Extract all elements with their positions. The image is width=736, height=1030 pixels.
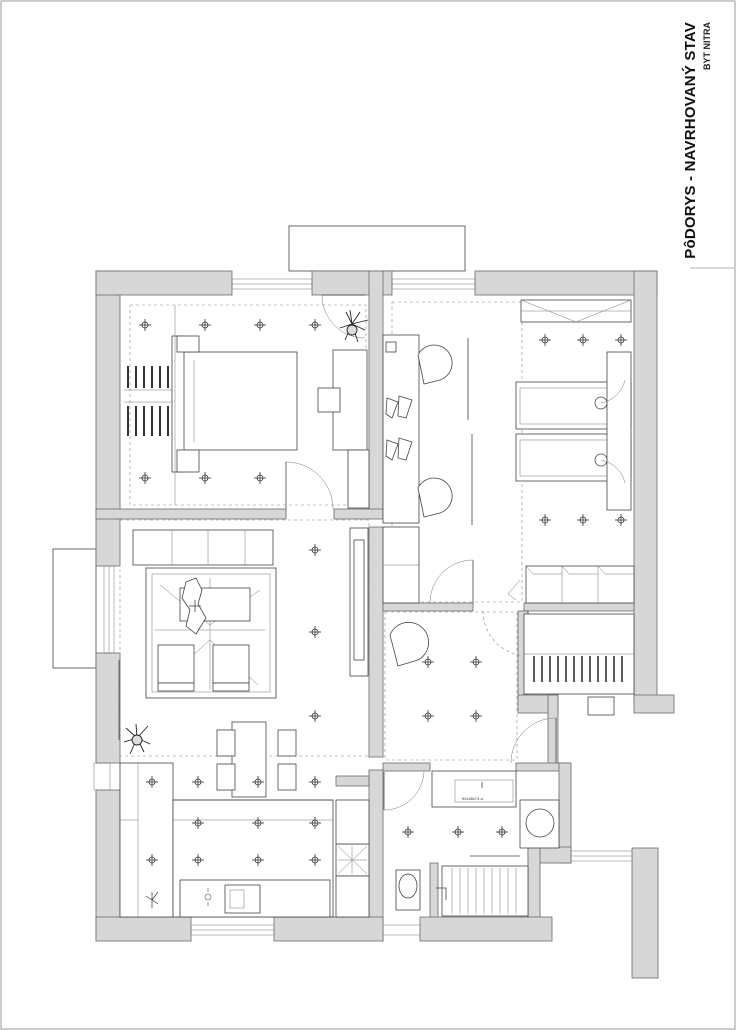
sink-dimension-label: 92x48x73 a: [462, 796, 483, 801]
bedroom: [124, 304, 370, 509]
armchair-right-base: [212, 682, 250, 692]
office-chair-3: [507, 579, 521, 601]
oven-unit: [335, 875, 370, 918]
desk-chair: [317, 387, 341, 413]
shower-head: [436, 887, 447, 900]
desk-item: [385, 341, 397, 353]
dining-light: [145, 891, 159, 908]
laptop-3: [385, 439, 399, 461]
title-text: PôDORYS - NAVRHOVANÝ STAV BYT NITRA: [681, 22, 721, 272]
low-cabinets: [525, 565, 635, 604]
dining-table: [231, 721, 267, 798]
dresser: [347, 449, 370, 509]
laptop-2: [397, 395, 413, 419]
nightstand-bottom: [176, 449, 200, 473]
side-shelf: [606, 351, 632, 511]
kitchen-side-unit: [335, 799, 370, 845]
drawing-subtitle: BYT NITRA: [702, 22, 712, 70]
hangers: [533, 656, 623, 682]
balcony-top: [288, 225, 466, 272]
title-block: PôDORYS - NAVRHOVANÝ STAV BYT NITRA: [681, 22, 721, 272]
kitchen-light-dots: [204, 888, 212, 906]
tv: [353, 539, 365, 661]
plant-bedroom: [339, 309, 369, 343]
armchair-left-base: [157, 682, 195, 692]
cooktop: [335, 843, 370, 877]
sofa: [132, 529, 274, 566]
dining-chair-1: [216, 729, 236, 757]
dining-chair-2: [216, 763, 236, 791]
kids-bedroom: [515, 299, 635, 604]
nightstand-top: [176, 335, 200, 353]
kitchen-tall-cabinets: [119, 762, 174, 918]
rug-pattern: [155, 578, 265, 690]
shower-tray: [441, 865, 529, 917]
dining-chair-3: [277, 729, 297, 757]
dining-chair-4: [277, 763, 297, 791]
laptop-1: [385, 397, 399, 419]
hall-chair: [389, 622, 429, 667]
washing-machine-drum: [525, 808, 555, 838]
work-desk: [382, 334, 420, 524]
living-room: [118, 519, 370, 798]
armchair-left: [157, 644, 195, 684]
vanity: [431, 770, 517, 808]
office: [382, 301, 523, 604]
ceiling-lights: [139, 319, 627, 866]
shoe-cabinet: [587, 696, 615, 716]
kitchen-sink: [224, 884, 261, 914]
plant-living: [123, 723, 151, 755]
armchair-right: [212, 644, 250, 684]
hall: [384, 611, 635, 761]
bed: [182, 351, 298, 451]
balcony-left: [52, 548, 97, 669]
bathroom: 92x48x73 a: [395, 770, 560, 917]
laptop-4: [397, 437, 413, 461]
office-chair-2: [417, 477, 453, 518]
clothes-rack: [124, 366, 172, 436]
shower-grate: [451, 868, 517, 914]
drawing-title: PôDORYS - NAVRHOVANÝ STAV: [682, 22, 699, 259]
doors: [285, 294, 557, 857]
windows: [93, 278, 633, 936]
office-chair-1: [417, 344, 453, 385]
walls: [95, 270, 675, 979]
